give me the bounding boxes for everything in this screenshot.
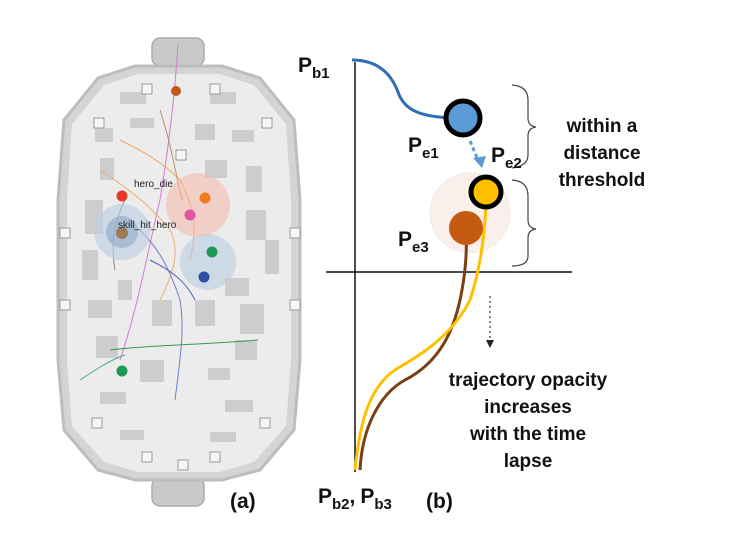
dotted-arrow-head	[486, 340, 494, 348]
pe1-label: Pe1	[408, 134, 439, 162]
panel-a-label: (a)	[230, 490, 256, 513]
pe2-circle	[468, 174, 504, 210]
blue-dot	[198, 271, 210, 283]
pe3-label: Pe3	[398, 228, 429, 256]
brown-dot	[171, 86, 181, 96]
pe2-label: Pe2	[491, 144, 522, 172]
orange-dot	[199, 192, 211, 204]
blue-trajectory	[351, 58, 461, 120]
svg-text:trajectory opacity: trajectory opacity	[449, 370, 608, 391]
upper-brace	[511, 84, 537, 169]
svg-text:increases: increases	[484, 397, 572, 418]
hero-die-label: hero_die	[134, 179, 173, 190]
red-dot	[116, 190, 128, 202]
arrow-head	[473, 156, 486, 168]
skill-dot	[116, 227, 128, 239]
svg-text:lapse: lapse	[504, 451, 553, 472]
pb2-pb3-label: Pb2,Pb3	[318, 485, 392, 513]
skill-hit-hero-label: skill_hit_hero	[118, 220, 177, 231]
pe3-circle	[449, 211, 483, 245]
tower-icons	[59, 83, 301, 471]
brown-trajectory	[358, 231, 468, 471]
dashed-arrow-shaft	[468, 140, 480, 161]
svg-text:distance: distance	[563, 143, 640, 164]
svg-text:with the time: with the time	[469, 424, 586, 445]
distance-threshold-annotation: within a distance threshold	[559, 116, 646, 191]
bottom-gate	[151, 477, 205, 507]
pb1-label: Pb1	[298, 54, 330, 82]
map-obstacles	[82, 92, 279, 442]
pe1-circle	[443, 98, 483, 138]
yellow-trajectory	[353, 204, 488, 471]
trajectory-diagram: Pb1 Pe1 Pe2 Pe3 Pb2,Pb3 within a distanc…	[298, 54, 645, 513]
svg-text:within a: within a	[566, 116, 638, 137]
panel-b-label: (b)	[426, 490, 453, 513]
blue-halo-right	[180, 234, 236, 290]
game-map-panel: hero_die skill_hit_hero	[56, 37, 302, 507]
green-dot	[206, 246, 218, 258]
lower-brace	[511, 179, 537, 267]
pink-dot	[184, 209, 196, 221]
green-dot-lower	[116, 365, 128, 377]
opacity-annotation: trajectory opacity increases with the ti…	[449, 370, 608, 472]
svg-text:threshold: threshold	[559, 170, 646, 191]
orange-halo	[166, 173, 230, 237]
